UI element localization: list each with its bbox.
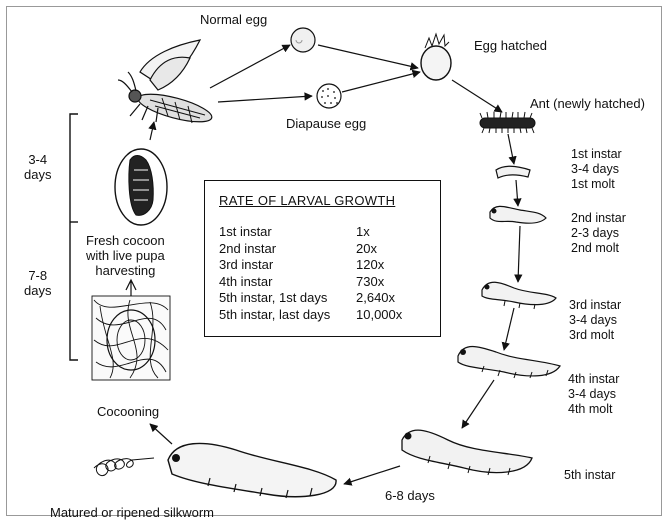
six-eight-days-label: 6-8 days [385,488,435,503]
rate-value: 20x [356,241,377,258]
normal-egg-label: Normal egg [200,12,267,27]
normal-egg-illustration [291,28,315,52]
hatched-egg-illustration [421,34,451,80]
duration-bracket [70,114,78,360]
rate-row: 5th instar, last days 10,000x [219,307,430,324]
rate-stage: 5th instar, last days [219,307,356,324]
fresh-cocoon-illustration [115,149,167,225]
cocooning-nest-illustration [92,280,170,380]
rate-stage: 5th instar, 1st days [219,290,356,307]
rate-stage: 2nd instar [219,241,356,258]
rate-value: 10,000x [356,307,402,324]
matured-silkworm-illustration [94,443,336,498]
rate-row: 5th instar, 1st days 2,640x [219,290,430,307]
instar-larva-3 [482,282,556,309]
rate-value: 730x [356,274,384,291]
diapause-egg-illustration [317,84,341,108]
egg-hatched-label: Egg hatched [474,38,547,53]
rate-stage: 4th instar [219,274,356,291]
rate-stage: 1st instar [219,224,356,241]
cocooning-label: Cocooning [97,404,159,419]
rate-row: 1st instar 1x [219,224,430,241]
diapause-egg-label: Diapause egg [286,116,366,131]
rate-row: 3rd instar 120x [219,257,430,274]
instar-larva-2 [490,206,546,223]
rate-value: 1x [356,224,370,241]
instar-larva-5 [402,430,532,475]
ant-larva-illustration [480,112,535,133]
instar-5-label: 5th instar [564,468,615,483]
moth-illustration [118,40,214,127]
rate-stage: 3rd instar [219,257,356,274]
rate-value: 2,640x [356,290,395,307]
instar-larva-1 [496,166,530,178]
rate-value: 120x [356,257,384,274]
instar-larva-4 [458,347,560,379]
rate-table-title: RATE OF LARVAL GROWTH [219,193,430,208]
rate-row: 2nd instar 20x [219,241,430,258]
ant-label: Ant (newly hatched) [530,96,645,111]
matured-silkworm-label: Matured or ripened silkworm [50,505,214,520]
rate-of-larval-growth-box: RATE OF LARVAL GROWTH 1st instar 1x 2nd … [204,180,441,337]
rate-row: 4th instar 730x [219,274,430,291]
